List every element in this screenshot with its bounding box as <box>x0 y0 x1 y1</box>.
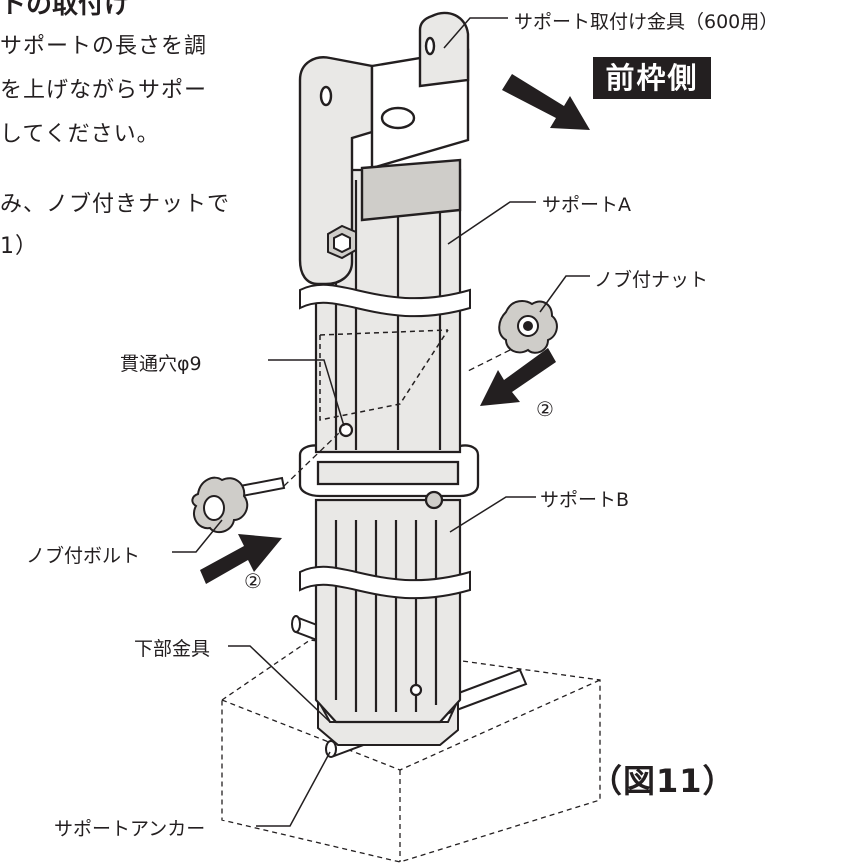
label-knob-bolt: ノブ付ボルト <box>26 545 141 567</box>
label-front-side: 前枠側 <box>593 57 711 99</box>
label-step-bolt: ② <box>244 569 262 593</box>
clamp-collar <box>298 444 480 510</box>
nut-axis-line <box>465 349 511 373</box>
label-support-a: サポートA <box>542 194 631 216</box>
section-heading: トの取付け <box>0 0 131 20</box>
knob-nut-icon <box>498 300 558 354</box>
figure-caption: （図11） <box>590 762 736 800</box>
arrow-icon-bolt <box>200 534 282 584</box>
support-b-tube <box>314 498 462 724</box>
break-line-upper <box>299 283 471 318</box>
bolt-axis-line <box>283 431 341 487</box>
label-step-nut: ② <box>536 397 554 421</box>
support-mounting-bracket <box>298 11 470 286</box>
label-support-anchor: サポートアンカー <box>54 818 206 840</box>
arrow-icon-nut <box>480 348 556 406</box>
instruction-line-5: 1） <box>0 234 38 259</box>
label-knob-nut: ノブ付ナット <box>594 269 709 291</box>
concrete-block <box>221 639 601 863</box>
label-support-b: サポートB <box>540 489 630 511</box>
label-support-bracket: サポート取付け金具（600用） <box>514 11 779 33</box>
label-through-hole: 貫通穴φ9 <box>120 353 202 375</box>
instruction-line-4: み、ノブ付きナットで <box>0 192 231 217</box>
instruction-line-2: を上げながらサポー <box>0 78 208 103</box>
label-lower-fitting: 下部金具 <box>134 638 211 660</box>
arrow-icon-front <box>502 74 590 130</box>
break-line-lower <box>299 565 471 600</box>
leader-lines <box>172 17 590 827</box>
instruction-line-3: してください。 <box>0 122 160 147</box>
instruction-line-1: サポートの長さを調 <box>0 34 208 59</box>
knob-bolt-icon <box>191 476 286 534</box>
bolt-head-icon <box>327 224 357 260</box>
